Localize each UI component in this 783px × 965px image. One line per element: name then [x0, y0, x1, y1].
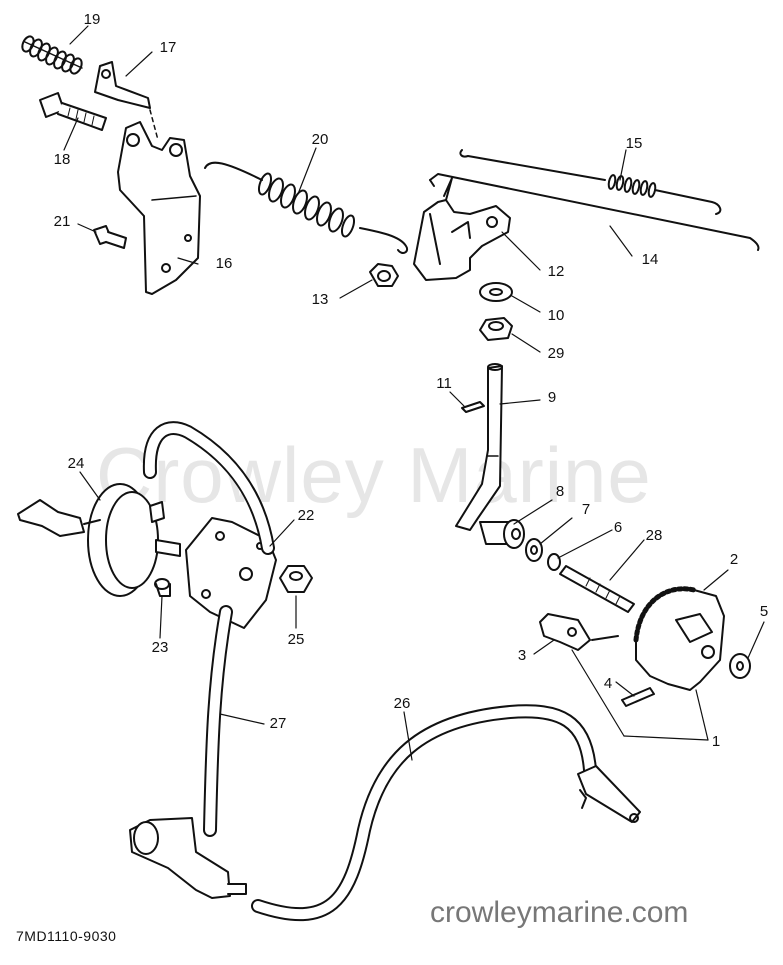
part-26-hose	[251, 704, 597, 922]
callout-22: 22	[297, 507, 315, 524]
part-29-nut	[479, 317, 513, 341]
callout-7: 7	[581, 501, 591, 518]
callout-18: 18	[53, 151, 71, 168]
part-22-bracket-plate	[185, 517, 277, 629]
callout-25: 25	[287, 631, 305, 648]
callout-4: 4	[603, 675, 613, 692]
callout-14: 14	[641, 251, 659, 268]
callout-17: 17	[159, 39, 177, 56]
callout-29: 29	[547, 345, 565, 362]
callout-8: 8	[555, 483, 565, 500]
watermark-text: Crowley Marine	[96, 431, 652, 519]
part-19-spring	[21, 35, 83, 75]
part-6-washer	[547, 553, 561, 571]
callout-19: 19	[83, 11, 101, 28]
part-8-bushing	[479, 519, 525, 549]
part-9-shaft	[455, 363, 503, 531]
part-14-long-rod	[429, 173, 760, 251]
part-23-fitting	[154, 578, 171, 597]
callout-10: 10	[547, 307, 565, 324]
callout-28: 28	[645, 527, 663, 544]
part-13-nut	[369, 263, 399, 287]
part-15-rod-with-spring	[459, 149, 722, 215]
part-17-bracket	[94, 61, 159, 141]
part-5-washer	[729, 653, 751, 679]
callout-21: 21	[53, 213, 71, 230]
leader-lines	[63, 25, 765, 761]
part-20-long-spring	[204, 161, 408, 254]
callout-24: 24	[67, 455, 85, 472]
callout-27: 27	[269, 715, 287, 732]
site-url-watermark: crowleymarine.com	[430, 896, 689, 929]
part-4-pin	[621, 687, 655, 707]
part-16-mounting-bracket	[117, 121, 201, 295]
part-valve-assembly	[129, 817, 247, 899]
callout-2: 2	[729, 551, 739, 568]
callout-11: 11	[436, 375, 452, 392]
callout-23: 23	[151, 639, 169, 656]
callout-5: 5	[759, 603, 769, 620]
callout-16: 16	[215, 255, 233, 272]
part-27-hose	[142, 421, 275, 837]
callout-6: 6	[613, 519, 623, 536]
callout-3: 3	[517, 647, 527, 664]
part-25-nut	[279, 565, 313, 593]
drawing-code: 7MD1110-9030	[16, 928, 117, 944]
part-10-washer	[479, 282, 513, 302]
part-12-throttle-lever	[413, 177, 511, 281]
part-3-clip	[539, 613, 619, 651]
callout-9: 9	[547, 389, 557, 406]
part-24-diaphragm	[17, 483, 181, 597]
callout-1: 1	[711, 733, 721, 750]
part-28-stud	[559, 565, 635, 613]
callout-13: 13	[311, 291, 329, 308]
callout-20: 20	[311, 131, 329, 148]
part-21-small-bolt	[93, 225, 127, 249]
part-11-pin	[461, 401, 485, 413]
callout-26: 26	[393, 695, 411, 712]
part-2-gear	[633, 586, 725, 691]
part-hose-fitting	[577, 765, 641, 823]
part-7-washer	[525, 538, 543, 562]
callout-12: 12	[547, 263, 565, 280]
callout-15: 15	[625, 135, 643, 152]
part-18-bolt	[39, 92, 107, 131]
